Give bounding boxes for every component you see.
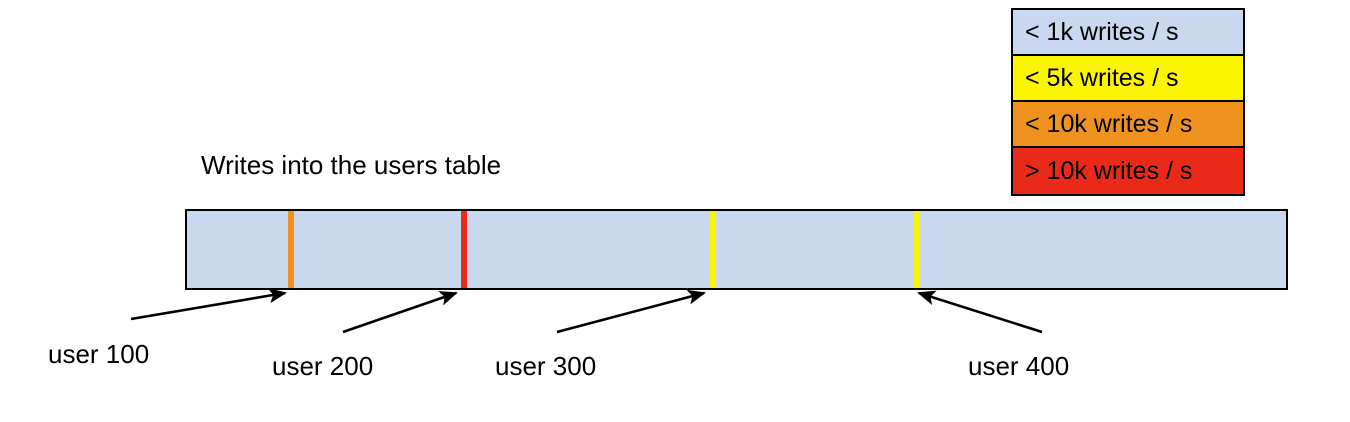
write-rate-legend: < 1k writes / s < 5k writes / s < 10k wr… xyxy=(1011,8,1245,196)
legend-label-over-10k: > 10k writes / s xyxy=(1025,156,1193,185)
label-user-400: user 400 xyxy=(968,351,1070,381)
arrow-user-400 xyxy=(917,290,1043,334)
marker-user-400 xyxy=(914,211,920,288)
legend-row-under-5k: < 5k writes / s xyxy=(1013,56,1243,102)
label-user-300: user 300 xyxy=(495,351,597,381)
marker-user-200 xyxy=(461,211,467,288)
marker-user-100 xyxy=(288,211,294,288)
marker-user-300 xyxy=(710,211,716,288)
legend-row-under-10k: < 10k writes / s xyxy=(1013,102,1243,148)
legend-row-over-10k: > 10k writes / s xyxy=(1013,148,1243,194)
users-table-bar xyxy=(185,209,1288,290)
legend-label-under-10k: < 10k writes / s xyxy=(1025,109,1193,138)
arrow-user-100 xyxy=(130,288,288,321)
arrow-user-300 xyxy=(556,289,707,334)
legend-label-under-5k: < 5k writes / s xyxy=(1025,63,1179,92)
legend-row-under-1k: < 1k writes / s xyxy=(1013,10,1243,56)
arrow-user-200 xyxy=(342,291,458,334)
label-user-100: user 100 xyxy=(48,339,150,369)
chart-title: Writes into the users table xyxy=(201,150,502,180)
label-user-200: user 200 xyxy=(272,351,374,381)
legend-label-under-1k: < 1k writes / s xyxy=(1025,17,1179,46)
